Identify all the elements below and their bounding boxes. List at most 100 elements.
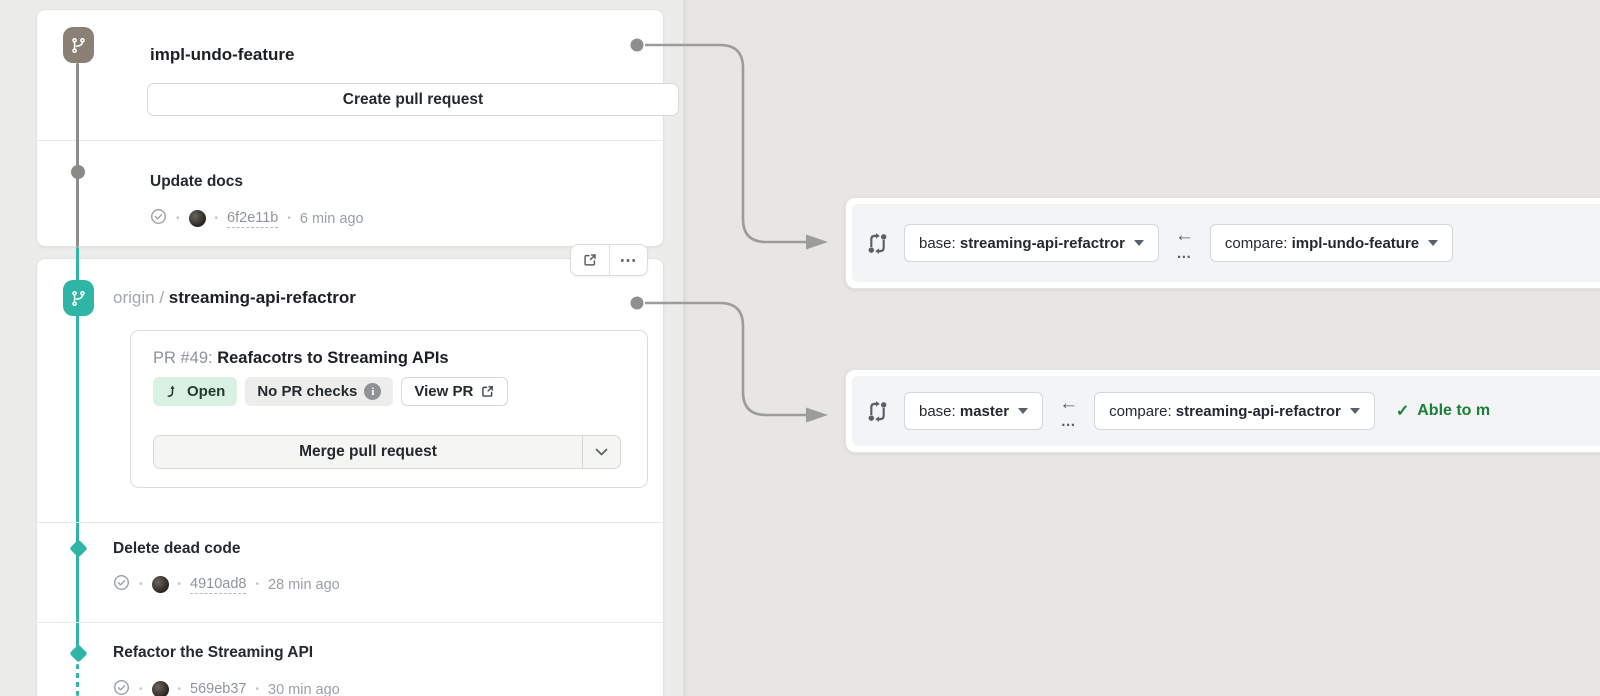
check-icon: ✓ <box>1395 403 1410 420</box>
caret-down-icon <box>1018 408 1029 414</box>
merge-label: Merge pull request <box>299 443 437 460</box>
branches-panel: impl-undo-feature Create pull request Up… <box>0 0 684 696</box>
compare-branch-dropdown[interactable]: compare: streaming-api-refactror <box>1094 392 1375 430</box>
arrowhead-icon <box>806 407 828 423</box>
check-circle-icon <box>113 679 130 696</box>
caret-down-icon <box>1133 240 1144 246</box>
dot-separator: • <box>177 579 182 590</box>
commit-hash-link[interactable]: 569eb37 <box>190 681 246 696</box>
compare-bar-2: base: master ← … compare: streaming-api-… <box>845 369 1600 453</box>
arrow-left-icon: ← <box>1059 392 1079 414</box>
commit-meta: • • 569eb37 • 30 min ago <box>113 679 340 696</box>
pr-number: PR #49: <box>153 349 213 367</box>
git-branch-icon <box>72 37 85 53</box>
graph-line-teal <box>76 247 79 648</box>
pr-status-badge: Open <box>153 377 238 406</box>
pull-request-arrow-icon <box>167 385 175 397</box>
check-circle-icon <box>150 208 167 229</box>
compare-range-editor: base: streaming-api-refactror ← … compar… <box>852 204 1600 282</box>
merge-ability-status: ✓ Able to m <box>1396 401 1490 421</box>
open-external-button[interactable] <box>571 245 609 275</box>
dot-separator: • <box>255 579 259 590</box>
arrow-left-icon: ← <box>1174 224 1194 246</box>
base-label: base: streaming-api-refactror <box>919 234 1125 252</box>
caret-down-icon <box>1349 408 1360 414</box>
base-branch-name: master <box>959 402 1010 420</box>
divider <box>36 522 664 523</box>
base-label: base: master <box>919 402 1010 420</box>
chevron-down-icon <box>595 448 608 456</box>
compare-label: compare: streaming-api-refactror <box>1109 402 1341 420</box>
pr-badges: Open No PR checks i View PR <box>153 377 509 406</box>
dot-separator: • <box>139 579 143 590</box>
git-compare-icon <box>868 400 887 422</box>
merge-dropdown-button[interactable] <box>582 436 620 468</box>
branch-name: streaming-api-refactror <box>168 288 356 307</box>
pr-status-label: Open <box>187 383 226 400</box>
dot-separator: • <box>214 213 219 224</box>
dot-separator: • <box>177 684 182 695</box>
merge-status-text: Able to m <box>1417 402 1491 419</box>
pull-request-card: PR #49: Reafacotrs to Streaming APIs Ope… <box>130 330 648 488</box>
commit-node-dot <box>71 165 85 179</box>
pr-title: PR #49: Reafacotrs to Streaming APIs <box>153 349 449 368</box>
dot-separator: • <box>176 213 180 224</box>
divider <box>36 140 664 141</box>
commit-meta: • • 6f2e11b • 6 min ago <box>150 208 364 229</box>
commit-hash-link[interactable]: 4910ad8 <box>190 575 247 594</box>
avatar <box>151 681 169 696</box>
dot-separator: • <box>255 684 259 695</box>
pr-checks-badge: No PR checks i <box>245 377 394 406</box>
branch-icon <box>63 27 94 63</box>
compare-label: compare: impl-undo-feature <box>1224 234 1420 252</box>
avatar <box>151 576 169 593</box>
base-branch-name: streaming-api-refactror <box>959 234 1125 252</box>
view-pr-button[interactable]: View PR <box>401 377 509 406</box>
commit-time: 6 min ago <box>299 210 364 227</box>
divider <box>36 622 664 623</box>
branch-card-actions: ⋯ <box>570 244 648 276</box>
compare-bar-1: base: streaming-api-refactror ← … compar… <box>845 197 1600 289</box>
arrowhead-icon <box>806 234 828 250</box>
commit-title: Update docs <box>150 173 244 190</box>
base-branch-dropdown[interactable]: base: master <box>904 392 1044 430</box>
view-pr-label: View PR <box>414 383 474 400</box>
compare-branch-dropdown[interactable]: compare: impl-undo-feature <box>1209 224 1454 262</box>
external-link-icon <box>482 386 494 397</box>
compare-branch-name: impl-undo-feature <box>1291 234 1420 252</box>
range-dots: … <box>1176 244 1193 262</box>
compare-range-editor: base: master ← … compare: streaming-api-… <box>852 376 1600 446</box>
commit-hash-link[interactable]: 6f2e11b <box>227 209 279 228</box>
avatar <box>188 210 206 227</box>
branch-name: impl-undo-feature <box>150 45 295 64</box>
caret-down-icon <box>1428 240 1439 246</box>
check-circle-icon <box>113 574 130 595</box>
path-slash: / <box>159 288 165 307</box>
commit-title: Refactor the Streaming API <box>113 644 314 661</box>
info-icon: i <box>364 383 382 400</box>
more-options-icon: ⋯ <box>619 250 638 270</box>
create-pull-request-button[interactable]: Create pull request <box>147 83 679 116</box>
branch-name-row: origin / streaming-api-refactror <box>113 288 356 308</box>
git-branch-icon <box>72 290 85 306</box>
remote-prefix: origin <box>113 288 155 307</box>
more-options-button[interactable]: ⋯ <box>609 245 647 275</box>
dot-separator: • <box>139 684 143 695</box>
commit-meta: • • 4910ad8 • 28 min ago <box>113 574 340 595</box>
commit-time: 30 min ago <box>268 681 340 696</box>
commit-time: 28 min ago <box>268 576 340 593</box>
range-separator: ← … <box>1175 226 1194 261</box>
pr-name: Reafacotrs to Streaming APIs <box>217 349 449 367</box>
graph-line-teal-dotted <box>76 664 79 696</box>
base-branch-dropdown[interactable]: base: streaming-api-refactror <box>904 224 1159 262</box>
git-compare-icon <box>868 232 887 254</box>
branch-icon <box>63 280 94 316</box>
merge-pull-request-button[interactable]: Merge pull request <box>153 435 621 469</box>
commit-title: Delete dead code <box>113 540 241 557</box>
range-dots: … <box>1060 412 1077 430</box>
branch-card-impl-undo-feature: impl-undo-feature Create pull request Up… <box>36 9 679 247</box>
compare-branch-name: streaming-api-refactror <box>1175 402 1341 420</box>
dot-separator: • <box>287 213 291 224</box>
external-link-icon <box>584 254 596 266</box>
